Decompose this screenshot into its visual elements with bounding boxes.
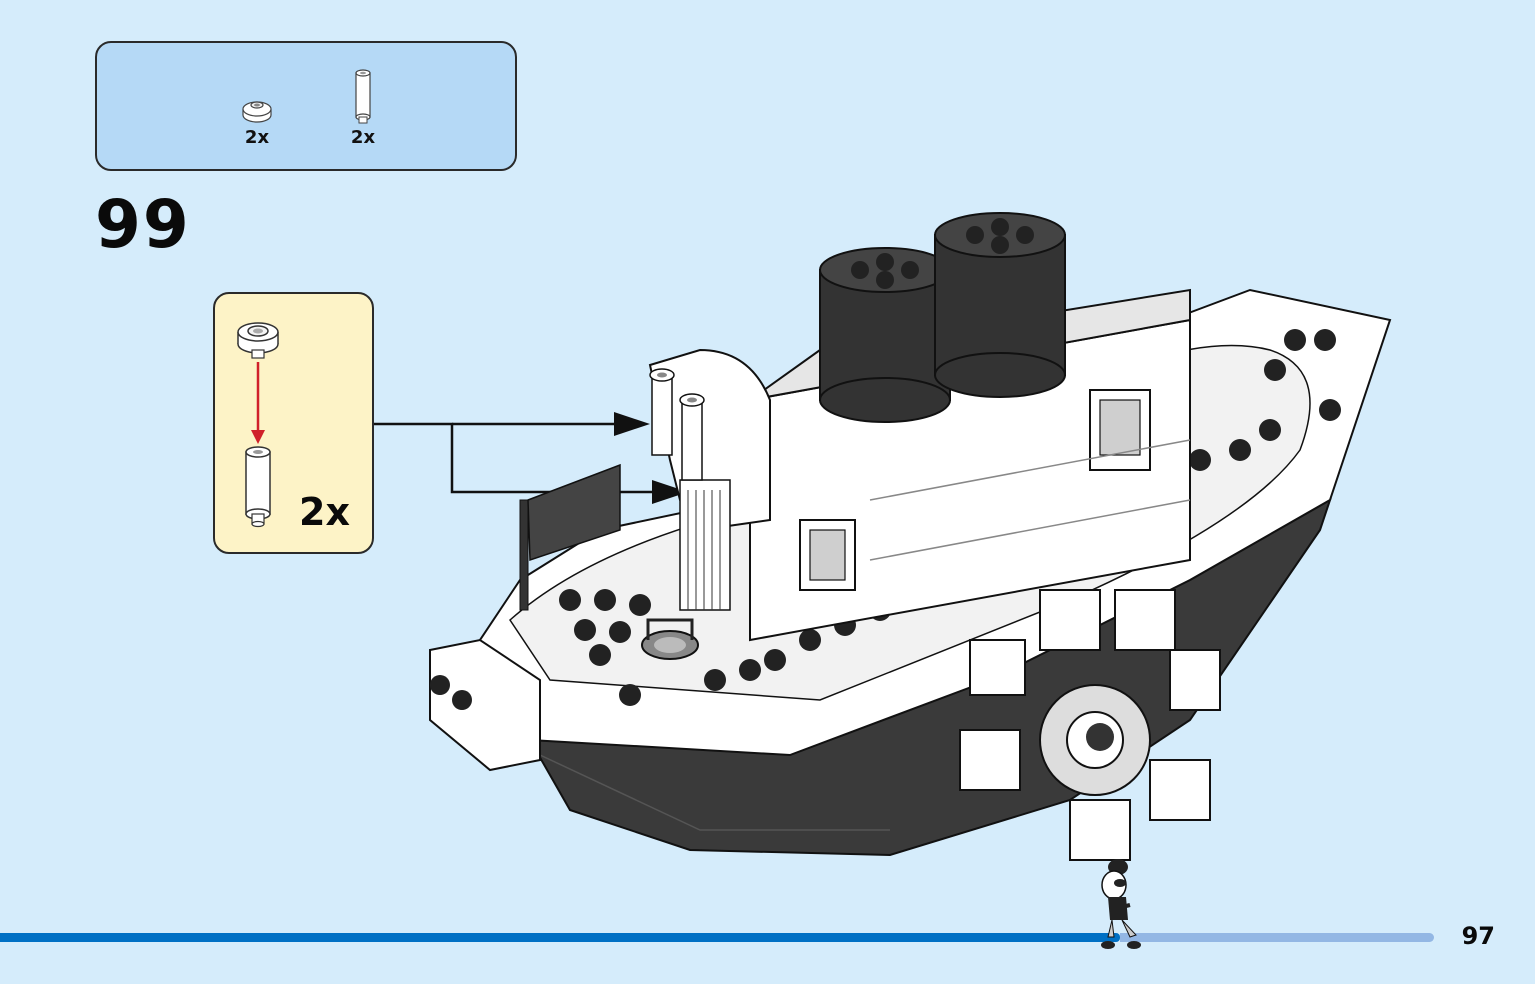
page-number: 97	[1461, 922, 1495, 950]
flag	[519, 463, 621, 611]
steamboat-model-illustration	[429, 212, 1392, 861]
paddle-wheel	[959, 589, 1221, 861]
bucket	[641, 618, 699, 660]
step-number: 99	[95, 186, 191, 263]
part-round-plate: 2x	[227, 93, 287, 148]
stern-block	[429, 638, 541, 772]
bar-icon	[355, 69, 371, 124]
part-bar: 2x	[333, 65, 393, 148]
red-arrow-icon	[251, 362, 265, 444]
progress-bar-remaining	[1120, 933, 1434, 942]
round-plate-icon	[237, 322, 279, 359]
parts-list-box: 2x 2x	[95, 41, 517, 171]
bar-icon	[245, 446, 271, 528]
subassembly-diagram	[237, 322, 279, 528]
new-bars	[649, 368, 705, 481]
progress-bar-completed	[0, 933, 1120, 942]
subassembly-quantity: 2x	[299, 490, 350, 534]
smokestacks	[819, 212, 1066, 423]
subassembly-callout: 2x	[213, 292, 374, 554]
front-arch	[648, 348, 771, 611]
progress-character-icon	[1101, 859, 1141, 949]
round-plate-icon	[242, 101, 272, 123]
part-quantity: 2x	[244, 127, 270, 148]
part-quantity: 2x	[350, 127, 376, 148]
